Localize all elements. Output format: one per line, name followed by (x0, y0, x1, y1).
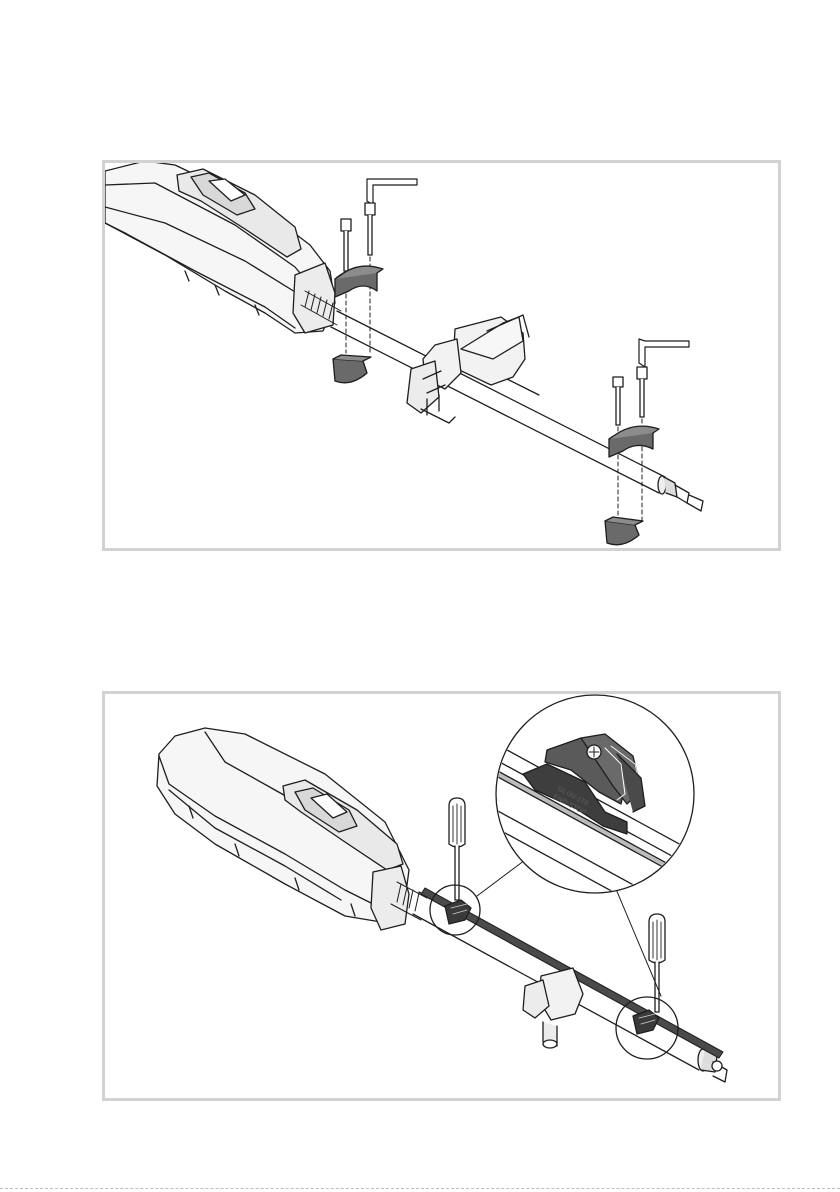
rear-mount-bracket (407, 315, 529, 423)
operator-housing (105, 163, 335, 333)
allen-key-2 (639, 339, 689, 367)
allen-key-1 (367, 179, 417, 205)
half-clamp-upper-2 (609, 426, 659, 457)
limit-switch-mounting-drawing: GLOV-1T6 END-STOP (105, 694, 778, 1098)
bracket-mounting-figure (102, 160, 781, 551)
half-clamp-upper-1 (335, 266, 383, 297)
zoom-detail: GLOV-1T6 END-STOP (485, 695, 705, 942)
limit-switch-2 (633, 1010, 659, 1034)
half-clamp-lower-1 (333, 355, 371, 383)
half-clamp-lower-2 (605, 517, 643, 545)
page-bottom-rule (0, 1188, 840, 1189)
bracket-mounting-drawing (105, 163, 778, 548)
screw-pair-2 (613, 367, 647, 425)
rear-mount-bracket (523, 968, 583, 1048)
operator-housing (157, 728, 409, 930)
limit-switch-mounting-figure: GLOV-1T6 END-STOP (102, 691, 781, 1101)
